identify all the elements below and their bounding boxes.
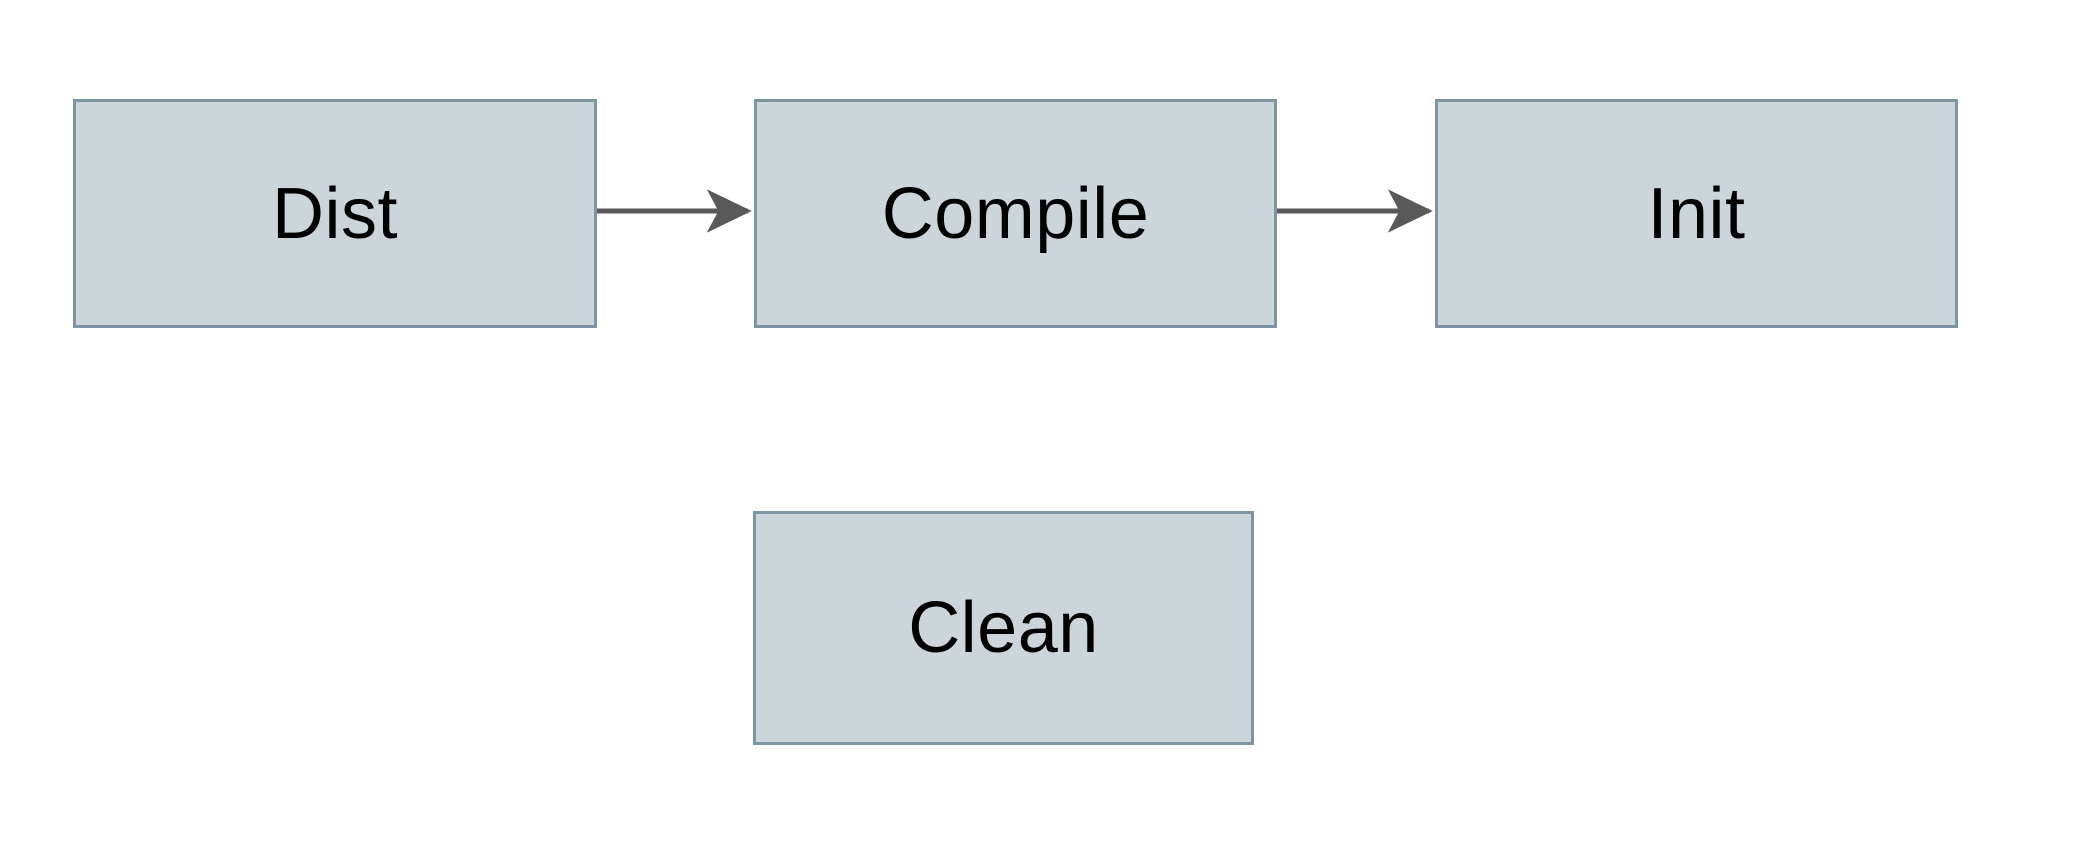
edge-dist-to-compile-hitbox[interactable] <box>597 194 754 228</box>
node-init-label: Init <box>1647 173 1746 254</box>
edge-compile-to-init-hitbox[interactable] <box>1277 194 1435 228</box>
node-compile-label: Compile <box>881 173 1150 254</box>
node-dist[interactable]: Dist <box>73 99 597 328</box>
node-clean-label: Clean <box>908 588 1099 668</box>
node-clean[interactable]: Clean <box>753 511 1254 745</box>
node-init[interactable]: Init <box>1435 99 1958 328</box>
node-dist-label: Dist <box>272 173 398 254</box>
node-compile[interactable]: Compile <box>754 99 1277 328</box>
